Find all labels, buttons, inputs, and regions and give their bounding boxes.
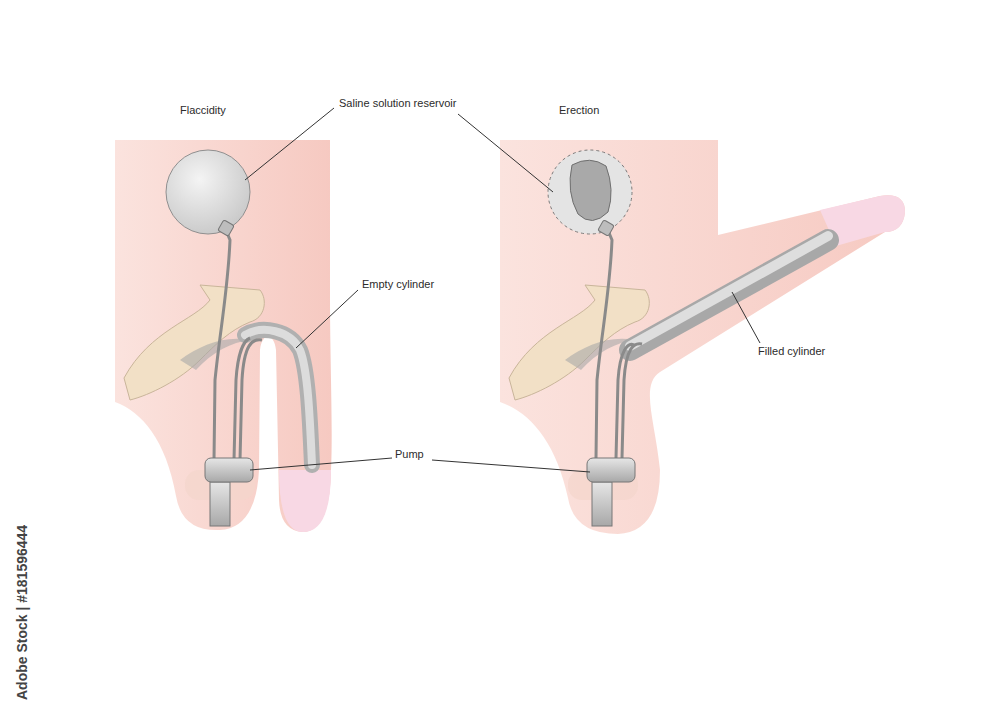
panel-heading: Flaccidity [178,104,228,117]
erect-figure [500,140,905,534]
leader-lines [245,108,760,472]
part-label: Saline solution reservoir [337,97,458,110]
watermark: Adobe Stock | #181596444 [14,525,30,700]
flaccid-figure [115,140,332,532]
part-label: Filled cylinder [756,345,827,358]
panel-heading: Erection [557,104,601,117]
part-label: Empty cylinder [360,278,436,291]
part-label: Pump [393,448,426,461]
